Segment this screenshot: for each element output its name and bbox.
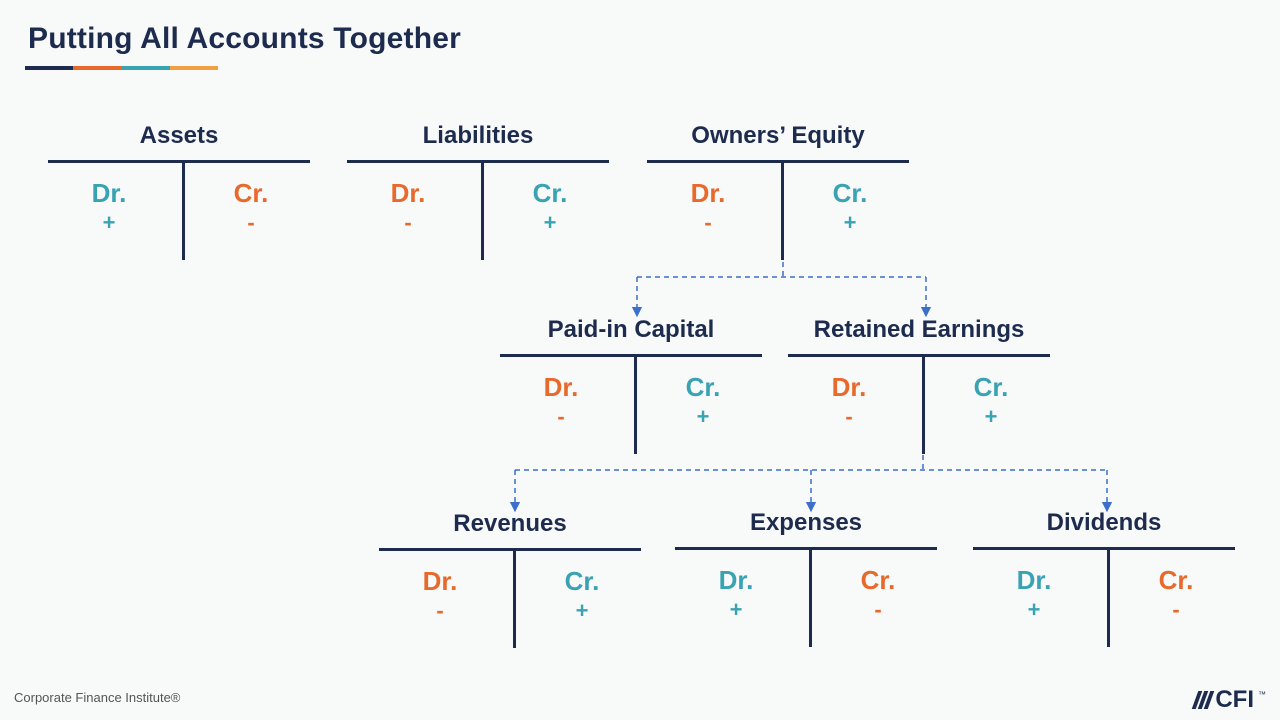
t-account-title: Liabilities bbox=[422, 122, 534, 149]
t-account-center-line bbox=[634, 356, 637, 454]
t-account-center-line bbox=[922, 356, 925, 454]
debit-side: Dr. - bbox=[375, 568, 505, 622]
credit-side: Cr. + bbox=[926, 374, 1056, 428]
credit-sign: - bbox=[247, 210, 255, 235]
t-account-title: Revenues bbox=[453, 510, 567, 537]
t-account-center-line bbox=[513, 550, 516, 648]
credit-side: Cr. + bbox=[517, 568, 647, 622]
t-account-center-line bbox=[182, 162, 185, 260]
t-account-top-line bbox=[647, 160, 909, 163]
t-account-revenues: Revenues Dr. - Cr. + bbox=[379, 510, 641, 655]
footer-credit: Corporate Finance Institute® bbox=[14, 690, 181, 705]
credit-label: Cr. bbox=[564, 566, 600, 596]
debit-sign: + bbox=[102, 210, 116, 235]
t-account-title: Retained Earnings bbox=[813, 316, 1025, 343]
credit-label: Cr. bbox=[233, 178, 269, 208]
credit-label: Cr. bbox=[1158, 565, 1194, 595]
credit-side: Cr. - bbox=[813, 567, 943, 621]
t-account-liabilities: Liabilities Dr. - Cr. + bbox=[347, 122, 609, 267]
t-account-title: Assets bbox=[139, 122, 219, 149]
debit-side: Dr. + bbox=[44, 180, 174, 234]
t-account-top-line bbox=[379, 548, 641, 551]
t-account-assets: Assets Dr. + Cr. - bbox=[48, 122, 310, 267]
title-underline bbox=[25, 66, 218, 70]
debit-label: Dr. bbox=[422, 566, 458, 596]
debit-sign: - bbox=[845, 404, 853, 429]
credit-label: Cr. bbox=[685, 372, 721, 402]
credit-label: Cr. bbox=[532, 178, 568, 208]
t-account-retained-earnings: Retained Earnings Dr. - Cr. + bbox=[788, 316, 1050, 461]
t-account-top-line bbox=[48, 160, 310, 163]
debit-side: Dr. + bbox=[671, 567, 801, 621]
t-account-owners-equity: Owners’ Equity Dr. - Cr. + bbox=[647, 122, 909, 267]
t-account-top-line bbox=[675, 547, 937, 550]
credit-sign: - bbox=[1172, 597, 1180, 622]
credit-label: Cr. bbox=[860, 565, 896, 595]
t-account-center-line bbox=[481, 162, 484, 260]
debit-side: Dr. + bbox=[969, 567, 1099, 621]
cfi-logo: CFI ™ bbox=[1192, 686, 1266, 713]
cfi-logo-icon bbox=[1192, 691, 1215, 709]
t-account-title: Paid-in Capital bbox=[547, 316, 715, 343]
page-title: Putting All Accounts Together bbox=[28, 22, 462, 55]
debit-sign: - bbox=[404, 210, 412, 235]
credit-side: Cr. - bbox=[1111, 567, 1241, 621]
t-account-title: Owners’ Equity bbox=[691, 122, 865, 149]
debit-label: Dr. bbox=[390, 178, 426, 208]
trademark-symbol: ™ bbox=[1258, 690, 1266, 699]
cfi-logo-text: CFI bbox=[1215, 686, 1254, 713]
credit-sign: + bbox=[843, 210, 857, 235]
debit-sign: - bbox=[436, 598, 444, 623]
debit-side: Dr. - bbox=[784, 374, 914, 428]
credit-side: Cr. + bbox=[785, 180, 915, 234]
debit-side: Dr. - bbox=[343, 180, 473, 234]
debit-side: Dr. - bbox=[496, 374, 626, 428]
debit-side: Dr. - bbox=[643, 180, 773, 234]
credit-side: Cr. - bbox=[186, 180, 316, 234]
debit-sign: - bbox=[704, 210, 712, 235]
credit-side: Cr. + bbox=[485, 180, 615, 234]
credit-sign: + bbox=[575, 598, 589, 623]
credit-side: Cr. + bbox=[638, 374, 768, 428]
credit-sign: + bbox=[984, 404, 998, 429]
debit-sign: + bbox=[729, 597, 743, 622]
debit-sign: - bbox=[557, 404, 565, 429]
t-account-top-line bbox=[500, 354, 762, 357]
t-account-top-line bbox=[788, 354, 1050, 357]
t-account-top-line bbox=[973, 547, 1235, 550]
credit-sign: + bbox=[696, 404, 710, 429]
t-account-center-line bbox=[781, 162, 784, 260]
t-account-top-line bbox=[347, 160, 609, 163]
debit-label: Dr. bbox=[543, 372, 579, 402]
credit-label: Cr. bbox=[832, 178, 868, 208]
t-account-title: Expenses bbox=[749, 509, 863, 536]
t-account-center-line bbox=[809, 549, 812, 647]
debit-label: Dr. bbox=[91, 178, 127, 208]
credit-sign: + bbox=[543, 210, 557, 235]
t-account-expenses: Expenses Dr. + Cr. - bbox=[675, 509, 937, 654]
t-account-title: Dividends bbox=[1046, 509, 1162, 536]
credit-label: Cr. bbox=[973, 372, 1009, 402]
t-account-dividends: Dividends Dr. + Cr. - bbox=[973, 509, 1235, 654]
debit-sign: + bbox=[1027, 597, 1041, 622]
credit-sign: - bbox=[874, 597, 882, 622]
debit-label: Dr. bbox=[690, 178, 726, 208]
debit-label: Dr. bbox=[1016, 565, 1052, 595]
debit-label: Dr. bbox=[831, 372, 867, 402]
t-account-paid-in-capital: Paid-in Capital Dr. - Cr. + bbox=[500, 316, 762, 461]
debit-label: Dr. bbox=[718, 565, 754, 595]
t-account-center-line bbox=[1107, 549, 1110, 647]
